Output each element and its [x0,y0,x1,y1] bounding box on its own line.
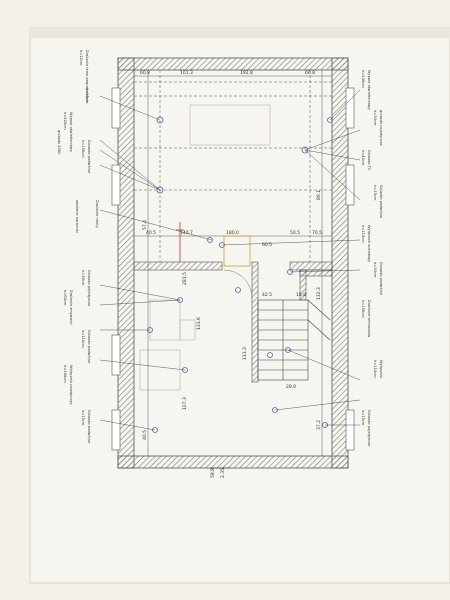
note-text: Gniazdo pojedyncze [87,270,91,307]
socket-icon [235,287,241,293]
note-text: h=15cm [373,185,377,201]
dimension-label: 89.1 [316,190,322,200]
dimension-label: 50.5 [290,230,300,236]
wall-left [117,57,135,469]
dimension-stairs: 113.3 42.5 28.0 18.8 [242,292,306,390]
note-text: h=40cm [361,150,365,166]
socket-icon [272,407,278,413]
dimension-label: 58.8 [210,468,216,478]
dimension-label: 180.0 [226,230,239,236]
note-text: h=230cm [361,70,365,88]
note-text: h=12cm [79,50,83,66]
furniture-outlines [139,104,271,391]
annotations-right: Wypust oświetleniowy h=230cm gniazdo poj… [361,70,383,447]
note-text: Zasilanie lamp zewnętrznych [85,50,89,102]
note-text: Wyłącznik [379,360,383,379]
dimension-label: 2.35 [220,468,226,478]
note-text: h=110cm [373,360,377,378]
dimension-label: 18.8 [296,292,306,298]
note-text: h=60cm [63,290,67,306]
wall-bottom [117,455,349,469]
socket-icon [327,117,333,123]
dimension-label: 132.3 [316,287,322,300]
note-text: h=15cm [85,88,89,104]
dimension-label: 192.8 [240,70,253,76]
note-text: gniazdo 230V [57,130,61,155]
note-text: h=110cm [361,225,365,243]
electrical-symbols [147,116,333,433]
dimension-label: 113.3 [242,347,248,360]
dimension-label: 42.5 [262,292,272,298]
note-text: h=220cm [63,112,67,130]
note-text: h=150cm [361,300,365,318]
annotations-left: Zasilanie lamp zewnętrznych h=12cm h=15c… [57,50,99,444]
note-text: Zasilanie rolety [95,200,99,229]
door-outline [223,235,253,299]
dimension-label: 37.2 [316,420,322,430]
dimension-label: 60.8 [305,70,315,76]
note-text: h=150cm [81,140,85,158]
dimension-label: 101.3 [180,70,193,76]
note-text: h=30cm [373,262,377,278]
outer-walls [111,57,355,469]
socket-icon [267,352,273,358]
note-text: Wypust oświetleniowy [69,112,73,153]
dimension-label: 28.0 [286,384,296,390]
note-text: Gniazdo TV [367,150,371,171]
leader-lines [99,89,361,431]
dimension-label: 60.5 [262,242,272,248]
note-text: Zasilanie termostatu [367,300,371,337]
dimension-bottom: 58.8 2.35 [210,467,230,478]
staircase [257,299,331,381]
note-text: Wyłącznik pojedynczy [69,365,73,405]
dimension-label: 70.5 [312,230,322,236]
dimension-label: 107.3 [182,397,188,410]
note-text: h=15cm [81,410,85,426]
dimension-col-left: 57.4 131.6 281.5 107.3 40.5 [142,70,202,456]
socket-icon [152,427,158,433]
note-text: Gniazdo podwójne [87,330,91,364]
light-point-icon [301,146,309,154]
dimension-label: 57.4 [142,220,148,230]
wall-partition [133,261,223,271]
red-circuit-line [176,222,184,262]
dimension-label: 40.5 [146,230,156,236]
light-point-icon [156,116,164,124]
note-text: Wypust oświetleniowy [367,70,371,111]
note-text: gniazdo pojedyncze [379,110,383,147]
socket-icon [207,237,213,243]
socket-icon [285,347,291,353]
note-text: zasilanie kuchenki [75,200,79,233]
note-text: h=30cm [81,270,85,286]
dimension-label: 131.6 [196,317,202,330]
note-text: h=110cm [81,330,85,348]
note-text: Gniazdo podwójne [379,185,383,219]
dimension-col-right: 89.1 132.3 37.2 [316,70,323,456]
ceiling-circuit-lines [134,70,332,262]
light-point-icon [156,186,164,194]
note-text: Wyłącznik schodowy [367,225,371,263]
dimension-row-top: 60.8 101.3 192.8 60.8 [134,70,332,77]
dimension-label: 60.8 [140,70,150,76]
wall-right [331,57,349,469]
note-text: h=15cm [361,410,365,426]
note-text: h=100cm [63,365,67,383]
dimension-label: 281.5 [182,272,188,285]
paper-sheet [29,27,450,584]
note-text: Zasilanie zmywarki [69,290,73,325]
note-text: Gniazdo podwójne [87,140,91,174]
socket-icon [182,367,188,373]
note-text: Gniazdo podwójne [379,262,383,296]
note-text: h=30cm [373,110,377,126]
wall-top [117,57,349,71]
note-text: Gniazdo podwójne [87,410,91,444]
dimension-label: 40.5 [142,430,148,440]
note-text: Gniazdo pojedyncze [367,410,371,447]
